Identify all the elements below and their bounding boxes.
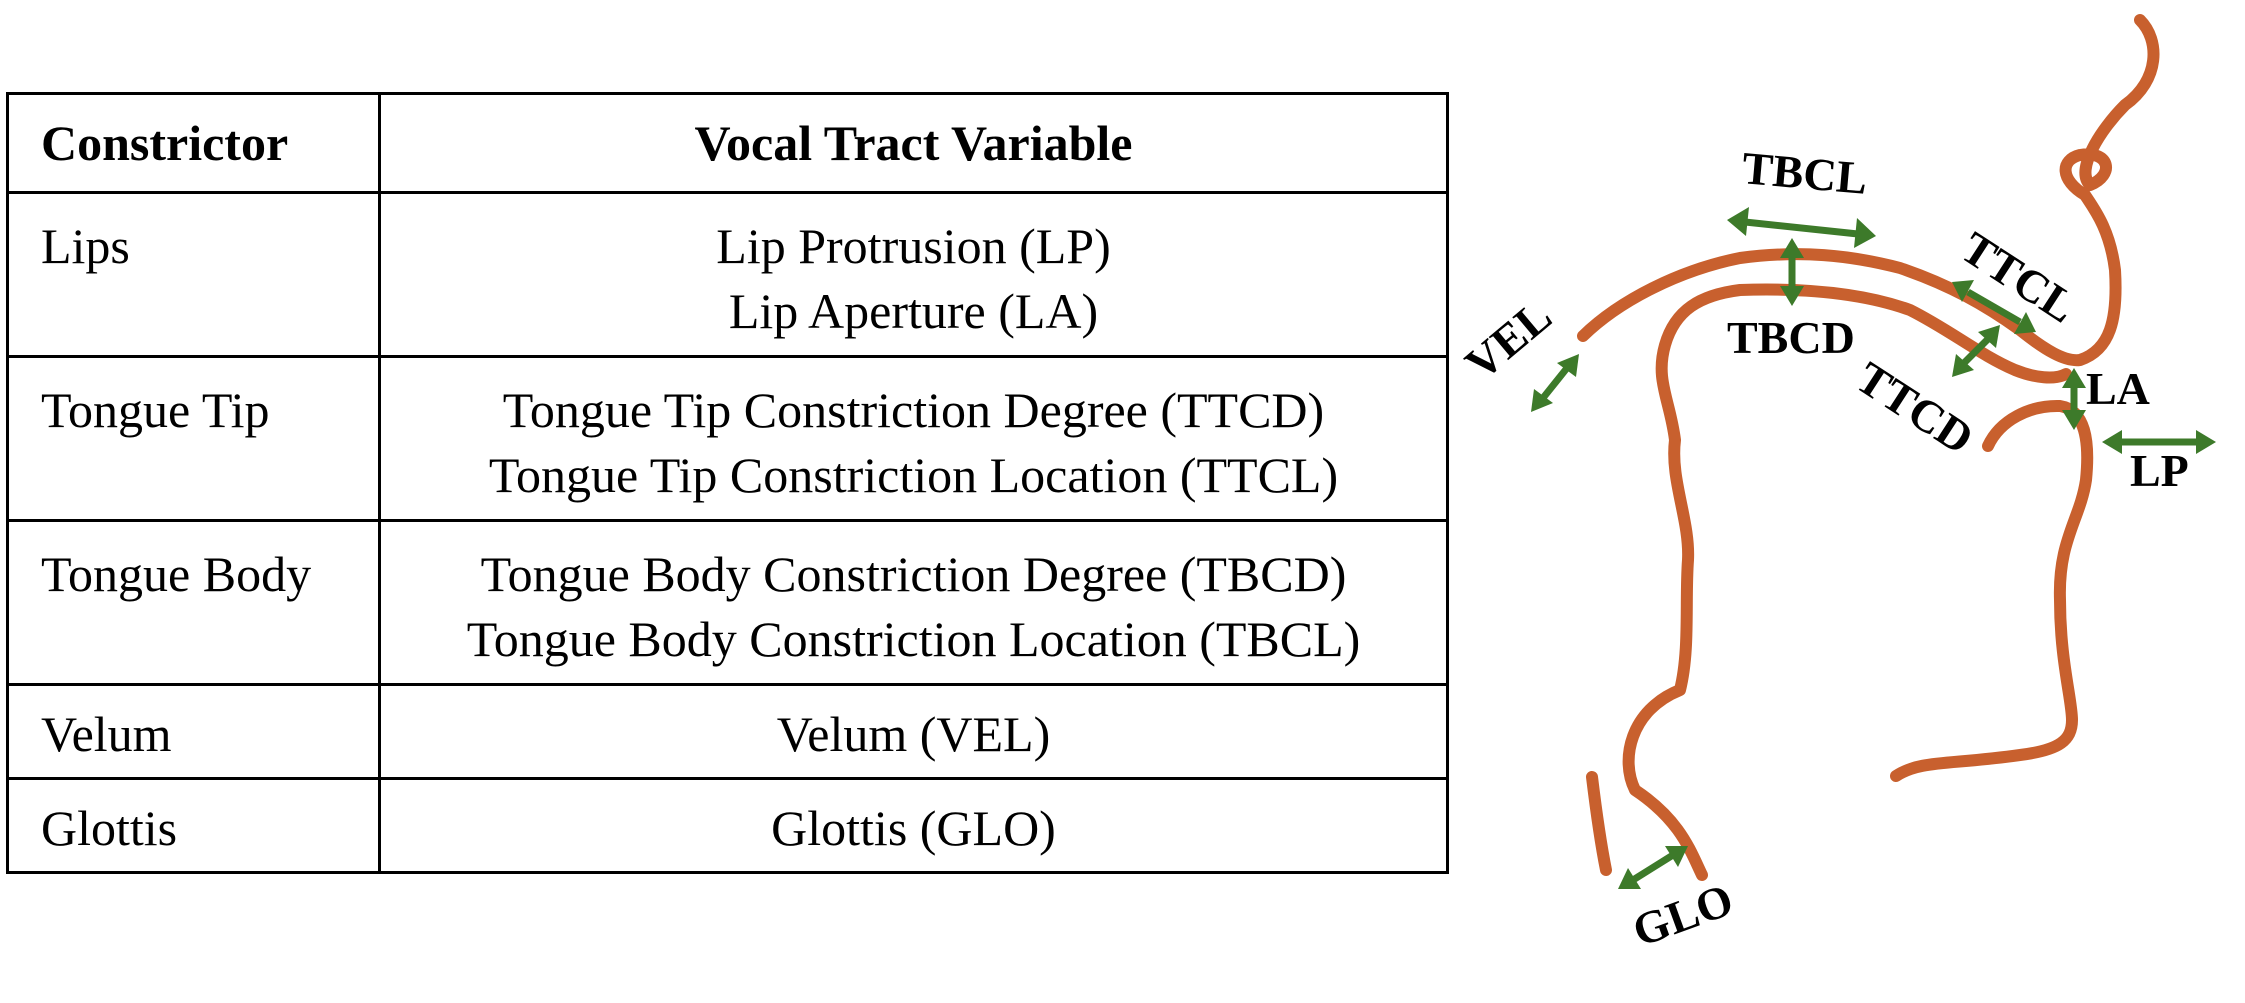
label-vel: VEL [1460,290,1561,390]
rear-wall-segment [1586,771,1612,876]
constrictor-cell: Velum [6,683,381,780]
variable-line: Tongue Tip Constriction Degree (TTCD) [502,382,1325,438]
variables-cell: Tongue Body Constriction Degree (TBCD) T… [378,519,1449,686]
variable-line: Lip Protrusion (LP) [716,218,1111,274]
lp-arrow [2102,430,2216,454]
table-row-lips: Lips Lip Protrusion (LP) Lip Aperture (L… [6,191,1449,358]
tbcl-arrow [1727,207,1876,248]
glo-arrow [1618,846,1688,889]
label-la: LA [2086,363,2150,414]
table-header-row: Constrictor Vocal Tract Variable [6,92,1449,194]
tract-variables-table: Constrictor Vocal Tract Variable Lips Li… [6,92,1449,874]
label-lp: LP [2130,445,2189,496]
tbcd-arrow [1780,238,1804,306]
variables-cell: Velum (VEL) [378,683,1449,780]
table-row-tongue-tip: Tongue Tip Tongue Tip Constriction Degre… [6,355,1449,522]
constrictor-cell: Lips [6,191,381,358]
la-arrow [2062,368,2086,430]
header-constrictor: Constrictor [6,92,381,194]
ttcl-arrow [1952,280,2036,334]
variable-line: Velum (VEL) [776,706,1051,762]
variable-line: Tongue Body Constriction Location (TBCL) [466,611,1361,667]
constrictor-cell: Tongue Tip [6,355,381,522]
tongue-outline [1622,283,2072,881]
variable-line: Glottis (GLO) [771,800,1056,856]
variables-cell: Glottis (GLO) [378,777,1449,874]
constrictor-cell: Glottis [6,777,381,874]
ttcd-arrow [1952,325,2000,377]
label-ttcl: TTCL [1953,222,2086,333]
variable-line: Tongue Tip Constriction Location (TTCL) [488,447,1339,503]
variable-line: Tongue Body Constriction Degree (TBCD) [480,546,1347,602]
label-tbcd: TBCD [1727,312,1855,363]
table-row-tongue-body: Tongue Body Tongue Body Constriction Deg… [6,519,1449,686]
label-glo: GLO [1626,874,1740,957]
table-row-glottis: Glottis Glottis (GLO) [6,777,1449,874]
vocal-tract-diagram: TBCL TTCL TBCD TTCD VEL LA LP GLO [1460,14,2216,957]
table-row-velum: Velum Velum (VEL) [6,683,1449,780]
variable-line: Lip Aperture (LA) [728,283,1099,339]
header-vocal-tract-variable: Vocal Tract Variable [378,92,1449,194]
vel-arrow [1531,354,1579,412]
lower-lip-jaw-outline [1890,399,2094,782]
variables-cell: Tongue Tip Constriction Degree (TTCD) To… [378,355,1449,522]
variables-cell: Lip Protrusion (LP) Lip Aperture (LA) [378,191,1449,358]
label-tbcl: TBCL [1740,142,1869,204]
constrictor-cell: Tongue Body [6,519,381,686]
